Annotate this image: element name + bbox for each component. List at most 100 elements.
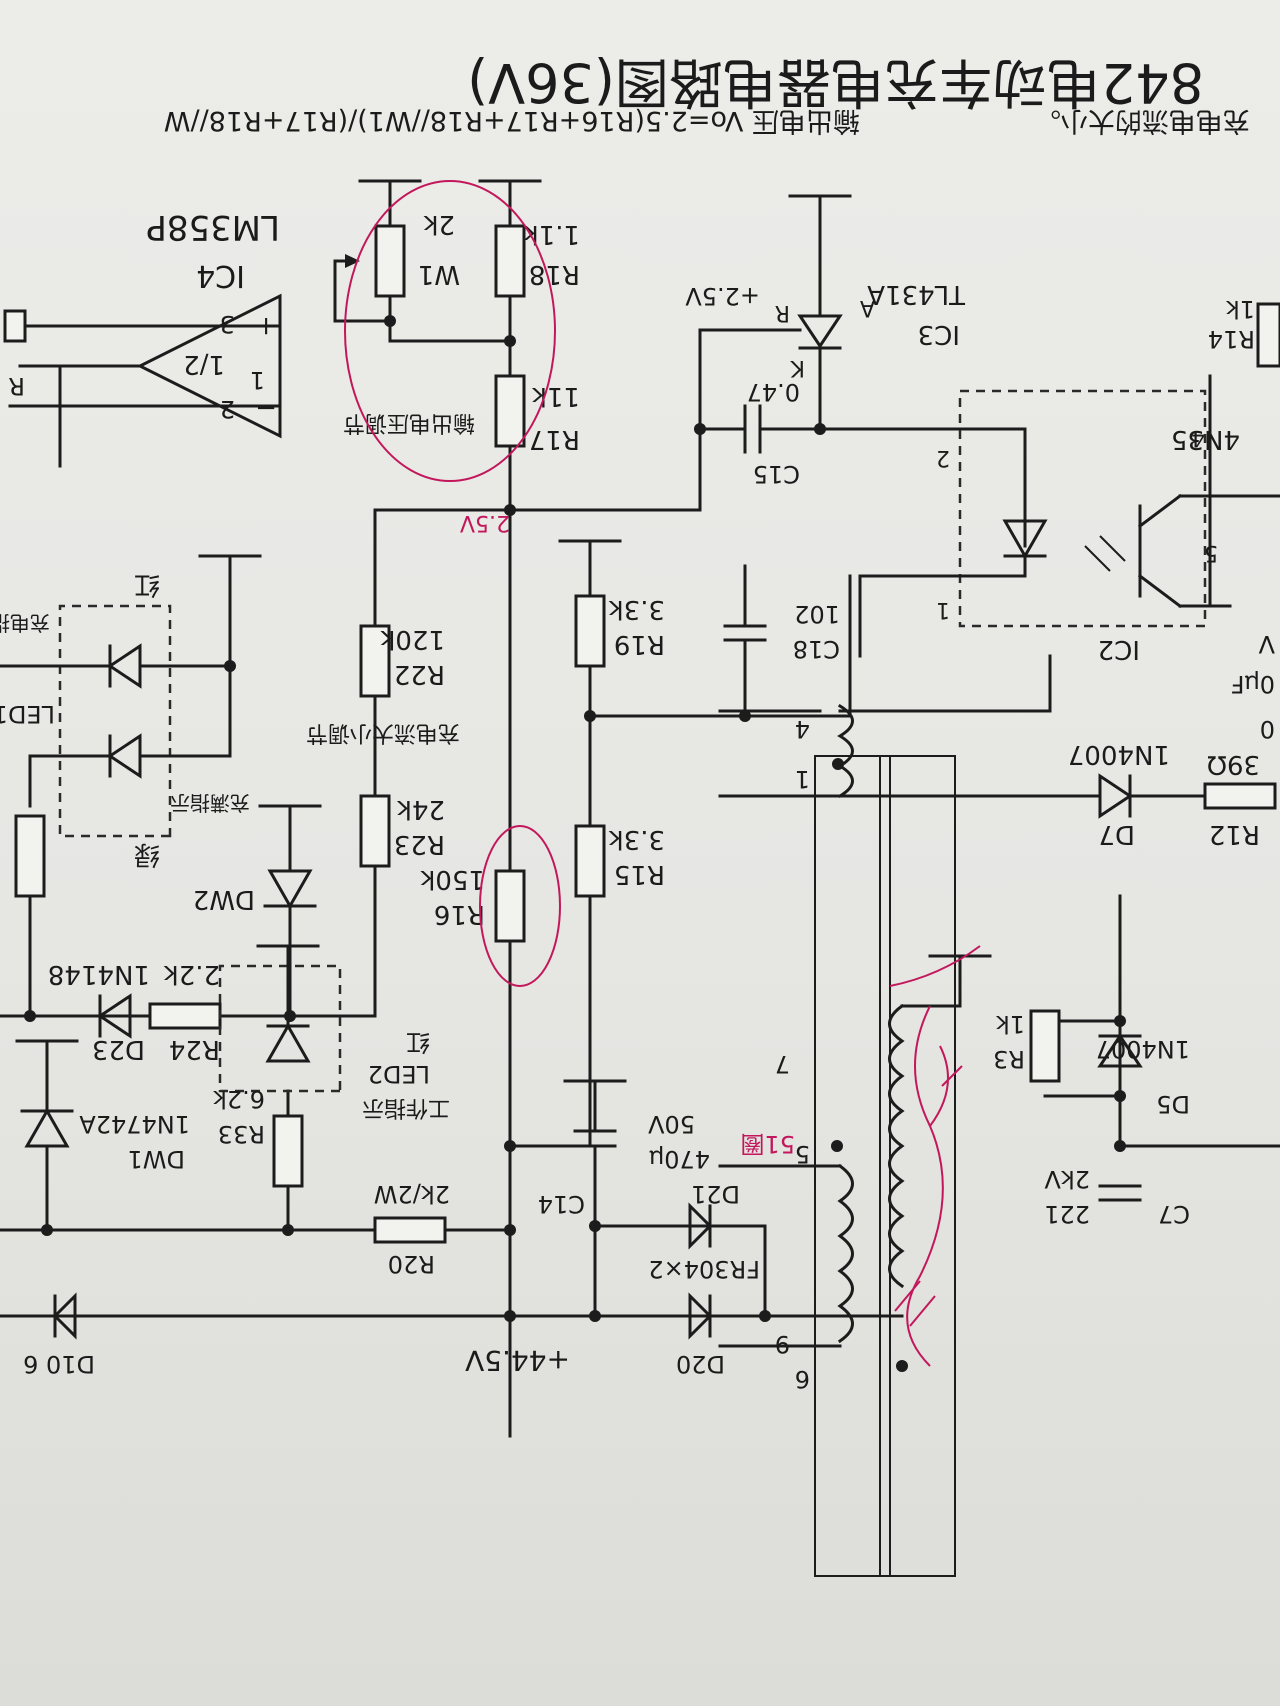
w1-value: 2k bbox=[423, 209, 455, 239]
c14-value: 470μ bbox=[649, 1145, 710, 1173]
r12-value: 39Ω bbox=[1207, 749, 1260, 779]
top-note-right: 充电电流的大小。 bbox=[1034, 105, 1250, 136]
r22-ref: R22 bbox=[394, 659, 445, 689]
led2-color: 红 bbox=[406, 1028, 430, 1056]
c7-ref: C7 bbox=[1158, 1200, 1190, 1228]
tx-pin4: 4 bbox=[795, 715, 810, 743]
tl431-pin-r: R bbox=[775, 300, 790, 325]
d20-ref: D20 bbox=[676, 1350, 725, 1378]
ic2-part: 4N35 bbox=[1171, 424, 1240, 454]
voltage-divider-top: W1 2k R18 1.1k R17 11k 输出电压调节 bbox=[333, 179, 580, 512]
vout-label: +44.5V bbox=[465, 1344, 570, 1377]
d23-value: 1N4148 bbox=[48, 959, 150, 989]
r15-ref: R15 bbox=[614, 859, 665, 889]
opamp-pin1: 1 bbox=[250, 366, 265, 394]
c7-voltage: 2kV bbox=[1044, 1165, 1090, 1193]
ic3-tl431: +2.5V A R K TL431A IC3 C15 0.47 bbox=[508, 194, 1027, 548]
r18-ref: R18 bbox=[529, 259, 580, 289]
r33-resistor bbox=[272, 1114, 304, 1188]
ic4-part: LM358P bbox=[146, 207, 280, 247]
ic3-part: TL431A bbox=[867, 279, 966, 309]
c18-ref: C18 bbox=[793, 635, 840, 663]
handwritten-voltage: 2.5V bbox=[460, 510, 510, 535]
r14-resistor bbox=[1256, 302, 1280, 368]
top-note-formula: 输出电压 Vo=2.5(R16+R17+R18//W1)/(R17+R18//W bbox=[164, 105, 860, 136]
d10-ref: D10 6 bbox=[23, 1350, 95, 1378]
led1-group: 红 绿 LED1 充电指示 充满指示 bbox=[0, 554, 262, 1018]
d21-ref: D21 bbox=[691, 1180, 740, 1208]
r19-value: 3.3k bbox=[609, 594, 665, 624]
led1-box bbox=[58, 604, 172, 838]
tx-pin1: 1 bbox=[795, 765, 810, 793]
fr304-label: FR304×2 bbox=[648, 1255, 760, 1283]
opamp-half: 1/2 bbox=[183, 349, 225, 379]
r3-resistor bbox=[1029, 1009, 1061, 1083]
ref-voltage: +2.5V bbox=[685, 282, 760, 310]
cut-zero: 0 bbox=[1260, 715, 1275, 743]
r14-value: 1k bbox=[1226, 295, 1255, 323]
r16-value: 150k bbox=[420, 864, 485, 894]
led1-full-ind: 充满指示 bbox=[170, 791, 250, 815]
r18-resistor bbox=[494, 224, 526, 298]
ic2-pin5: 5 bbox=[1204, 540, 1218, 565]
dw1-value: 1N4742A bbox=[79, 1110, 190, 1138]
ic4-ref: IC4 bbox=[196, 258, 245, 293]
r3-value: 1k bbox=[996, 1010, 1025, 1038]
r23-ref: R23 bbox=[394, 829, 445, 859]
opamp-pin3: 3 bbox=[220, 310, 235, 338]
w1-ref: W1 bbox=[418, 259, 460, 289]
ic2-pin4: 4 bbox=[1191, 425, 1205, 450]
r17-value: 11k bbox=[532, 381, 580, 411]
r20-value: 2k/2W bbox=[374, 1180, 450, 1208]
w1-potentiometer bbox=[374, 224, 406, 298]
c7-value: 221 bbox=[1044, 1200, 1090, 1228]
dw2-zener: DW2 bbox=[193, 804, 322, 1022]
led2-note: 工作指示 bbox=[362, 1095, 450, 1120]
optocoupler-box bbox=[958, 389, 1207, 628]
current-adjust-note: 充电流大小调节 bbox=[306, 720, 460, 745]
r19-c18-group: R19 3.3k C18 102 R15 3.3k bbox=[504, 539, 852, 1152]
r20-resistor bbox=[373, 1216, 447, 1244]
d23-r24-row: R24 2.2k D23 1N4148 bbox=[0, 959, 377, 1064]
r15-resistor bbox=[574, 824, 606, 898]
output-section: C14 470μ 50V D20 D21 FR304×2 +44.5V R20 … bbox=[0, 944, 771, 1378]
r18-value: 1.1k bbox=[524, 219, 580, 249]
transformer: 4 1 5 6 9 7 bbox=[718, 703, 992, 1577]
r23-value: 24k bbox=[397, 794, 445, 824]
r22-value: 120k bbox=[380, 624, 445, 654]
tl431-pin-a: A bbox=[860, 295, 875, 320]
ic4-opamp: + − 1/2 3 2 1 IC4 LM358P R bbox=[3, 207, 282, 468]
r24-resistor bbox=[148, 1002, 222, 1030]
ic2-pin1: 1 bbox=[936, 597, 950, 622]
r14-resistor-group: R14 1k bbox=[1208, 295, 1280, 368]
led1-green: 绿 bbox=[134, 839, 160, 869]
d23-ref: D23 bbox=[92, 1034, 145, 1064]
ic2-optocoupler: 4N35 IC2 1 2 4 5 bbox=[858, 374, 1280, 664]
led1-ref: LED1 bbox=[0, 700, 55, 728]
red-circle-r16 bbox=[479, 825, 561, 987]
led2-ref: LED2 bbox=[368, 1060, 430, 1088]
c14-voltage: 50V bbox=[647, 1110, 695, 1138]
r16-ref: R16 bbox=[434, 899, 485, 929]
cut-v: V bbox=[1258, 630, 1275, 658]
r24-value: 2.2k bbox=[164, 959, 220, 989]
red-circle-divider bbox=[344, 180, 556, 482]
c15-ref: C15 bbox=[753, 460, 800, 488]
r12-resistor bbox=[1203, 782, 1277, 810]
tl431-pin-k: K bbox=[790, 355, 805, 380]
r33-value: 6.2k bbox=[213, 1085, 265, 1113]
handwritten-turns: 51圈 bbox=[740, 1130, 795, 1158]
c18-value: 102 bbox=[794, 600, 840, 628]
c15-value: 0.47 bbox=[747, 378, 800, 406]
led1-charge-ind: 充电指示 bbox=[0, 611, 50, 635]
handwritten-annotations: 2.5V 51圈 bbox=[344, 180, 981, 1367]
r14-ref: R14 bbox=[1208, 325, 1255, 353]
r16-group: R16 150k bbox=[420, 864, 526, 943]
tx-pin6: 6 bbox=[795, 1365, 810, 1393]
d5-ref: D5 bbox=[1156, 1090, 1190, 1118]
opamp-input-resistor-cut bbox=[3, 309, 27, 343]
opamp-triangle bbox=[136, 293, 282, 439]
r22-resistor bbox=[359, 624, 391, 698]
